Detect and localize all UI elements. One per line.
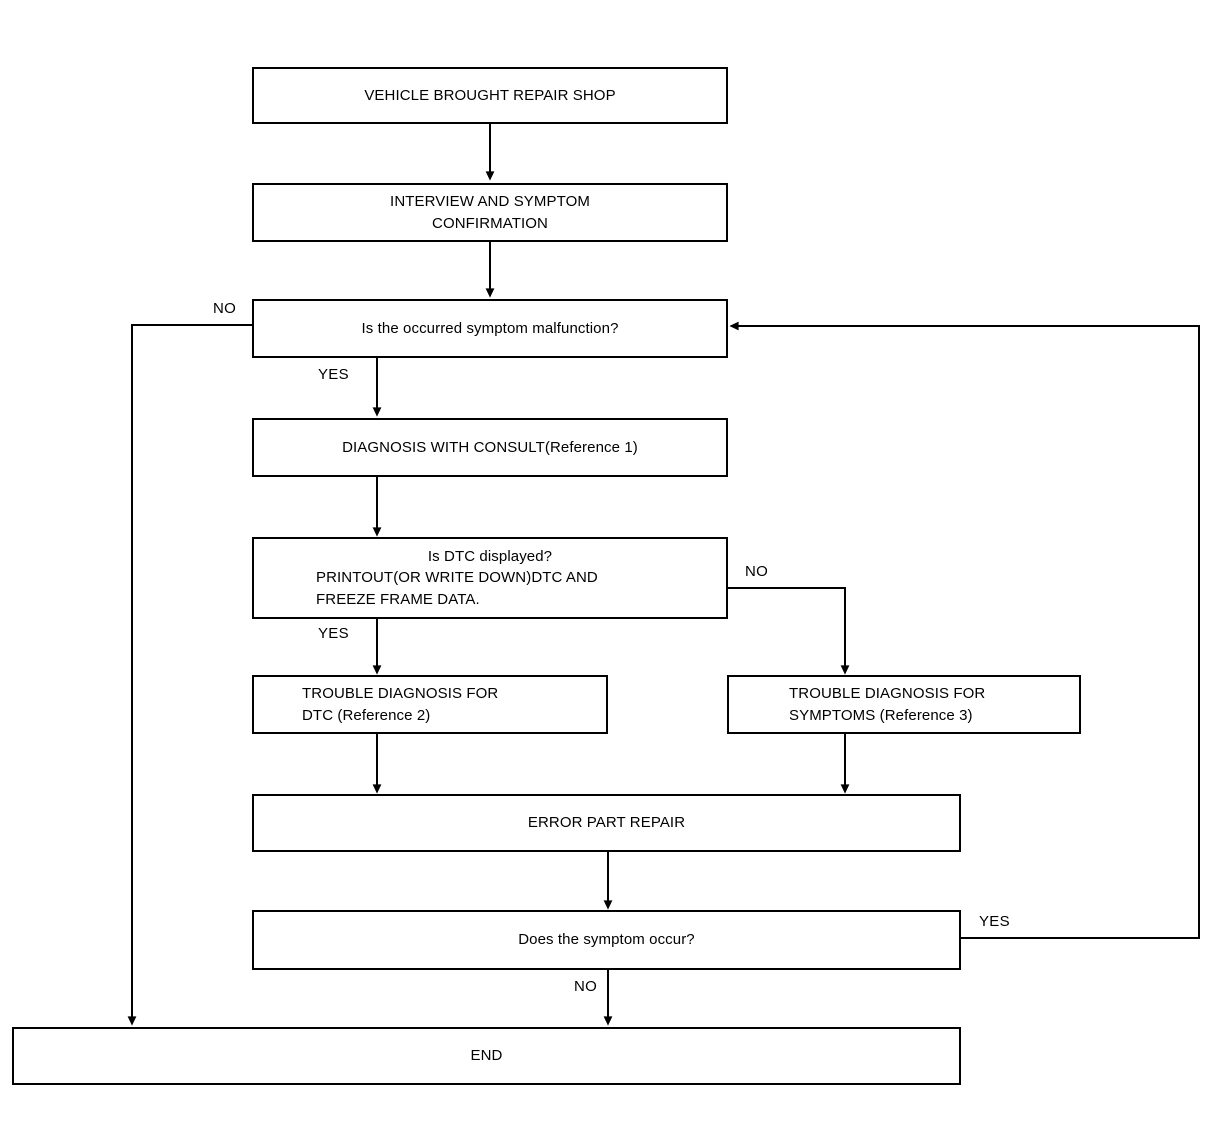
node-interview-line-1: INTERVIEW AND SYMPTOM — [390, 193, 590, 211]
node-symptom-malfunction-line-1: Is the occurred symptom malfunction? — [361, 319, 619, 337]
node-interview[interactable]: INTERVIEW AND SYMPTOM CONFIRMATION — [252, 183, 728, 242]
edge-label-occur-no: NO — [574, 978, 598, 995]
node-dtc-displayed-line-2: PRINTOUT(OR WRITE DOWN)DTC AND — [316, 569, 598, 587]
node-vehicle-brought-line-1: VEHICLE BROUGHT REPAIR SHOP — [364, 86, 616, 104]
node-end[interactable]: END — [12, 1027, 961, 1085]
node-dtc-displayed-line-3: FREEZE FRAME DATA. — [316, 590, 480, 608]
edge-label-occur-yes: YES — [979, 913, 1010, 930]
node-vehicle-brought[interactable]: VEHICLE BROUGHT REPAIR SHOP — [252, 67, 728, 124]
node-dtc-displayed[interactable]: Is DTC displayed? PRINTOUT(OR WRITE DOWN… — [252, 537, 728, 619]
connector-occur-yes-to-malfunction — [729, 321, 1200, 939]
node-interview-line-2: CONFIRMATION — [432, 214, 548, 232]
edge-label-malfunction-no: NO — [213, 300, 237, 317]
node-dtc-displayed-line-1: Is DTC displayed? — [427, 548, 553, 566]
node-trouble-diagnosis-symptoms-line-2: SYMPTOMS (Reference 3) — [789, 706, 973, 724]
node-symptom-occur[interactable]: Does the symptom occur? — [252, 910, 961, 970]
node-end-line-1: END — [470, 1047, 503, 1065]
node-trouble-diagnosis-symptoms[interactable]: TROUBLE DIAGNOSIS FOR SYMPTOMS (Referenc… — [727, 675, 1081, 734]
edge-label-malfunction-yes: YES — [318, 366, 349, 383]
node-trouble-diagnosis-dtc-line-1: TROUBLE DIAGNOSIS FOR — [302, 685, 499, 703]
connector-malfunction-no-to-end — [127, 324, 252, 1026]
node-symptom-malfunction[interactable]: Is the occurred symptom malfunction? — [252, 299, 728, 358]
node-symptom-occur-line-1: Does the symptom occur? — [518, 931, 695, 949]
node-trouble-diagnosis-dtc-line-2: DTC (Reference 2) — [302, 706, 431, 724]
node-error-part-repair[interactable]: ERROR PART REPAIR — [252, 794, 961, 852]
connector-dtc-no-to-trouble-symptoms — [727, 587, 850, 675]
node-trouble-diagnosis-symptoms-line-1: TROUBLE DIAGNOSIS FOR — [789, 685, 986, 703]
edge-label-dtc-no: NO — [745, 563, 769, 580]
node-trouble-diagnosis-dtc[interactable]: TROUBLE DIAGNOSIS FOR DTC (Reference 2) — [252, 675, 608, 734]
edge-label-dtc-yes: YES — [318, 625, 349, 642]
node-diagnosis-consult[interactable]: DIAGNOSIS WITH CONSULT(Reference 1) — [252, 418, 728, 477]
node-diagnosis-consult-line-1: DIAGNOSIS WITH CONSULT(Reference 1) — [342, 438, 638, 456]
node-error-part-repair-line-1: ERROR PART REPAIR — [527, 814, 686, 832]
